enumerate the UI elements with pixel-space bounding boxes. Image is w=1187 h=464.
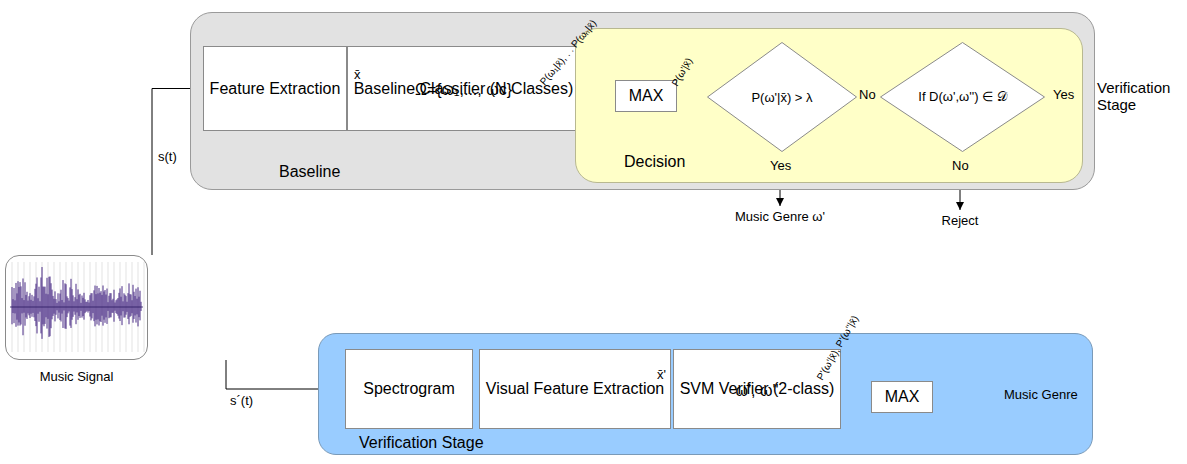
edge-label: x̄ bbox=[354, 68, 361, 82]
node-text: MAX bbox=[629, 86, 664, 106]
stage-label: Verification Stage bbox=[1097, 80, 1185, 113]
yes-label: Yes bbox=[769, 159, 792, 173]
node-text: Visual Feature Extraction bbox=[486, 379, 664, 399]
process-box: Feature Extraction bbox=[203, 46, 348, 131]
max-box: MAX bbox=[615, 80, 677, 112]
decision-diamond: If D(ω',ω'') ∈ 𝒟 bbox=[880, 42, 1045, 152]
reject-label: Reject bbox=[937, 214, 983, 228]
yes-label: Yes bbox=[1052, 88, 1075, 102]
node-text: Ω={ω₁,..., ωc} bbox=[415, 80, 512, 100]
verification-panel: Verification Stage Spectrogram Visual Feat… bbox=[318, 333, 1093, 455]
decision-panel: Decision MAX P(ω'|x̄) > λ If D(ω',ω'') ∈ 𝒟 bbox=[575, 28, 1083, 183]
process-box: Visual Feature Extraction bbox=[479, 349, 671, 429]
max-box: MAX bbox=[871, 381, 933, 413]
classifier-box: Baseline Classifier (N Classes)Ω={ω₁,...… bbox=[347, 46, 581, 131]
panel-title: Baseline bbox=[279, 163, 340, 181]
node-text: Music Signal bbox=[5, 369, 148, 384]
node-text: Feature Extraction bbox=[210, 79, 341, 99]
edge-label: x̄' bbox=[657, 368, 666, 382]
node-text: ω', ω'' bbox=[735, 381, 778, 401]
edge-label: s´(t) bbox=[230, 394, 253, 408]
node-text: If D(ω',ω'') ∈ 𝒟 bbox=[918, 89, 1006, 105]
edge-label: No bbox=[858, 88, 877, 102]
verifier-box: SVM Verifier (2-class)ω', ω'' bbox=[673, 349, 842, 429]
decision-diamond: P(ω'|x̄) > λ bbox=[707, 42, 857, 152]
node-text: P(ω'|x̄) > λ bbox=[751, 90, 812, 105]
no-label: No bbox=[951, 159, 970, 173]
panel-title: Decision bbox=[624, 153, 685, 171]
node-text: MAX bbox=[885, 387, 920, 407]
signal-frame bbox=[5, 255, 148, 360]
output-label: Music Genre bbox=[1004, 388, 1078, 402]
music-signal: Music Signal bbox=[5, 255, 148, 395]
edge-label: s(t) bbox=[158, 150, 177, 164]
panel-title: Verification Stage bbox=[359, 434, 484, 452]
output-label: Music Genre ω' bbox=[735, 210, 825, 224]
process-box: Spectrogram bbox=[345, 349, 473, 429]
node-text: Spectrogram bbox=[363, 379, 455, 399]
